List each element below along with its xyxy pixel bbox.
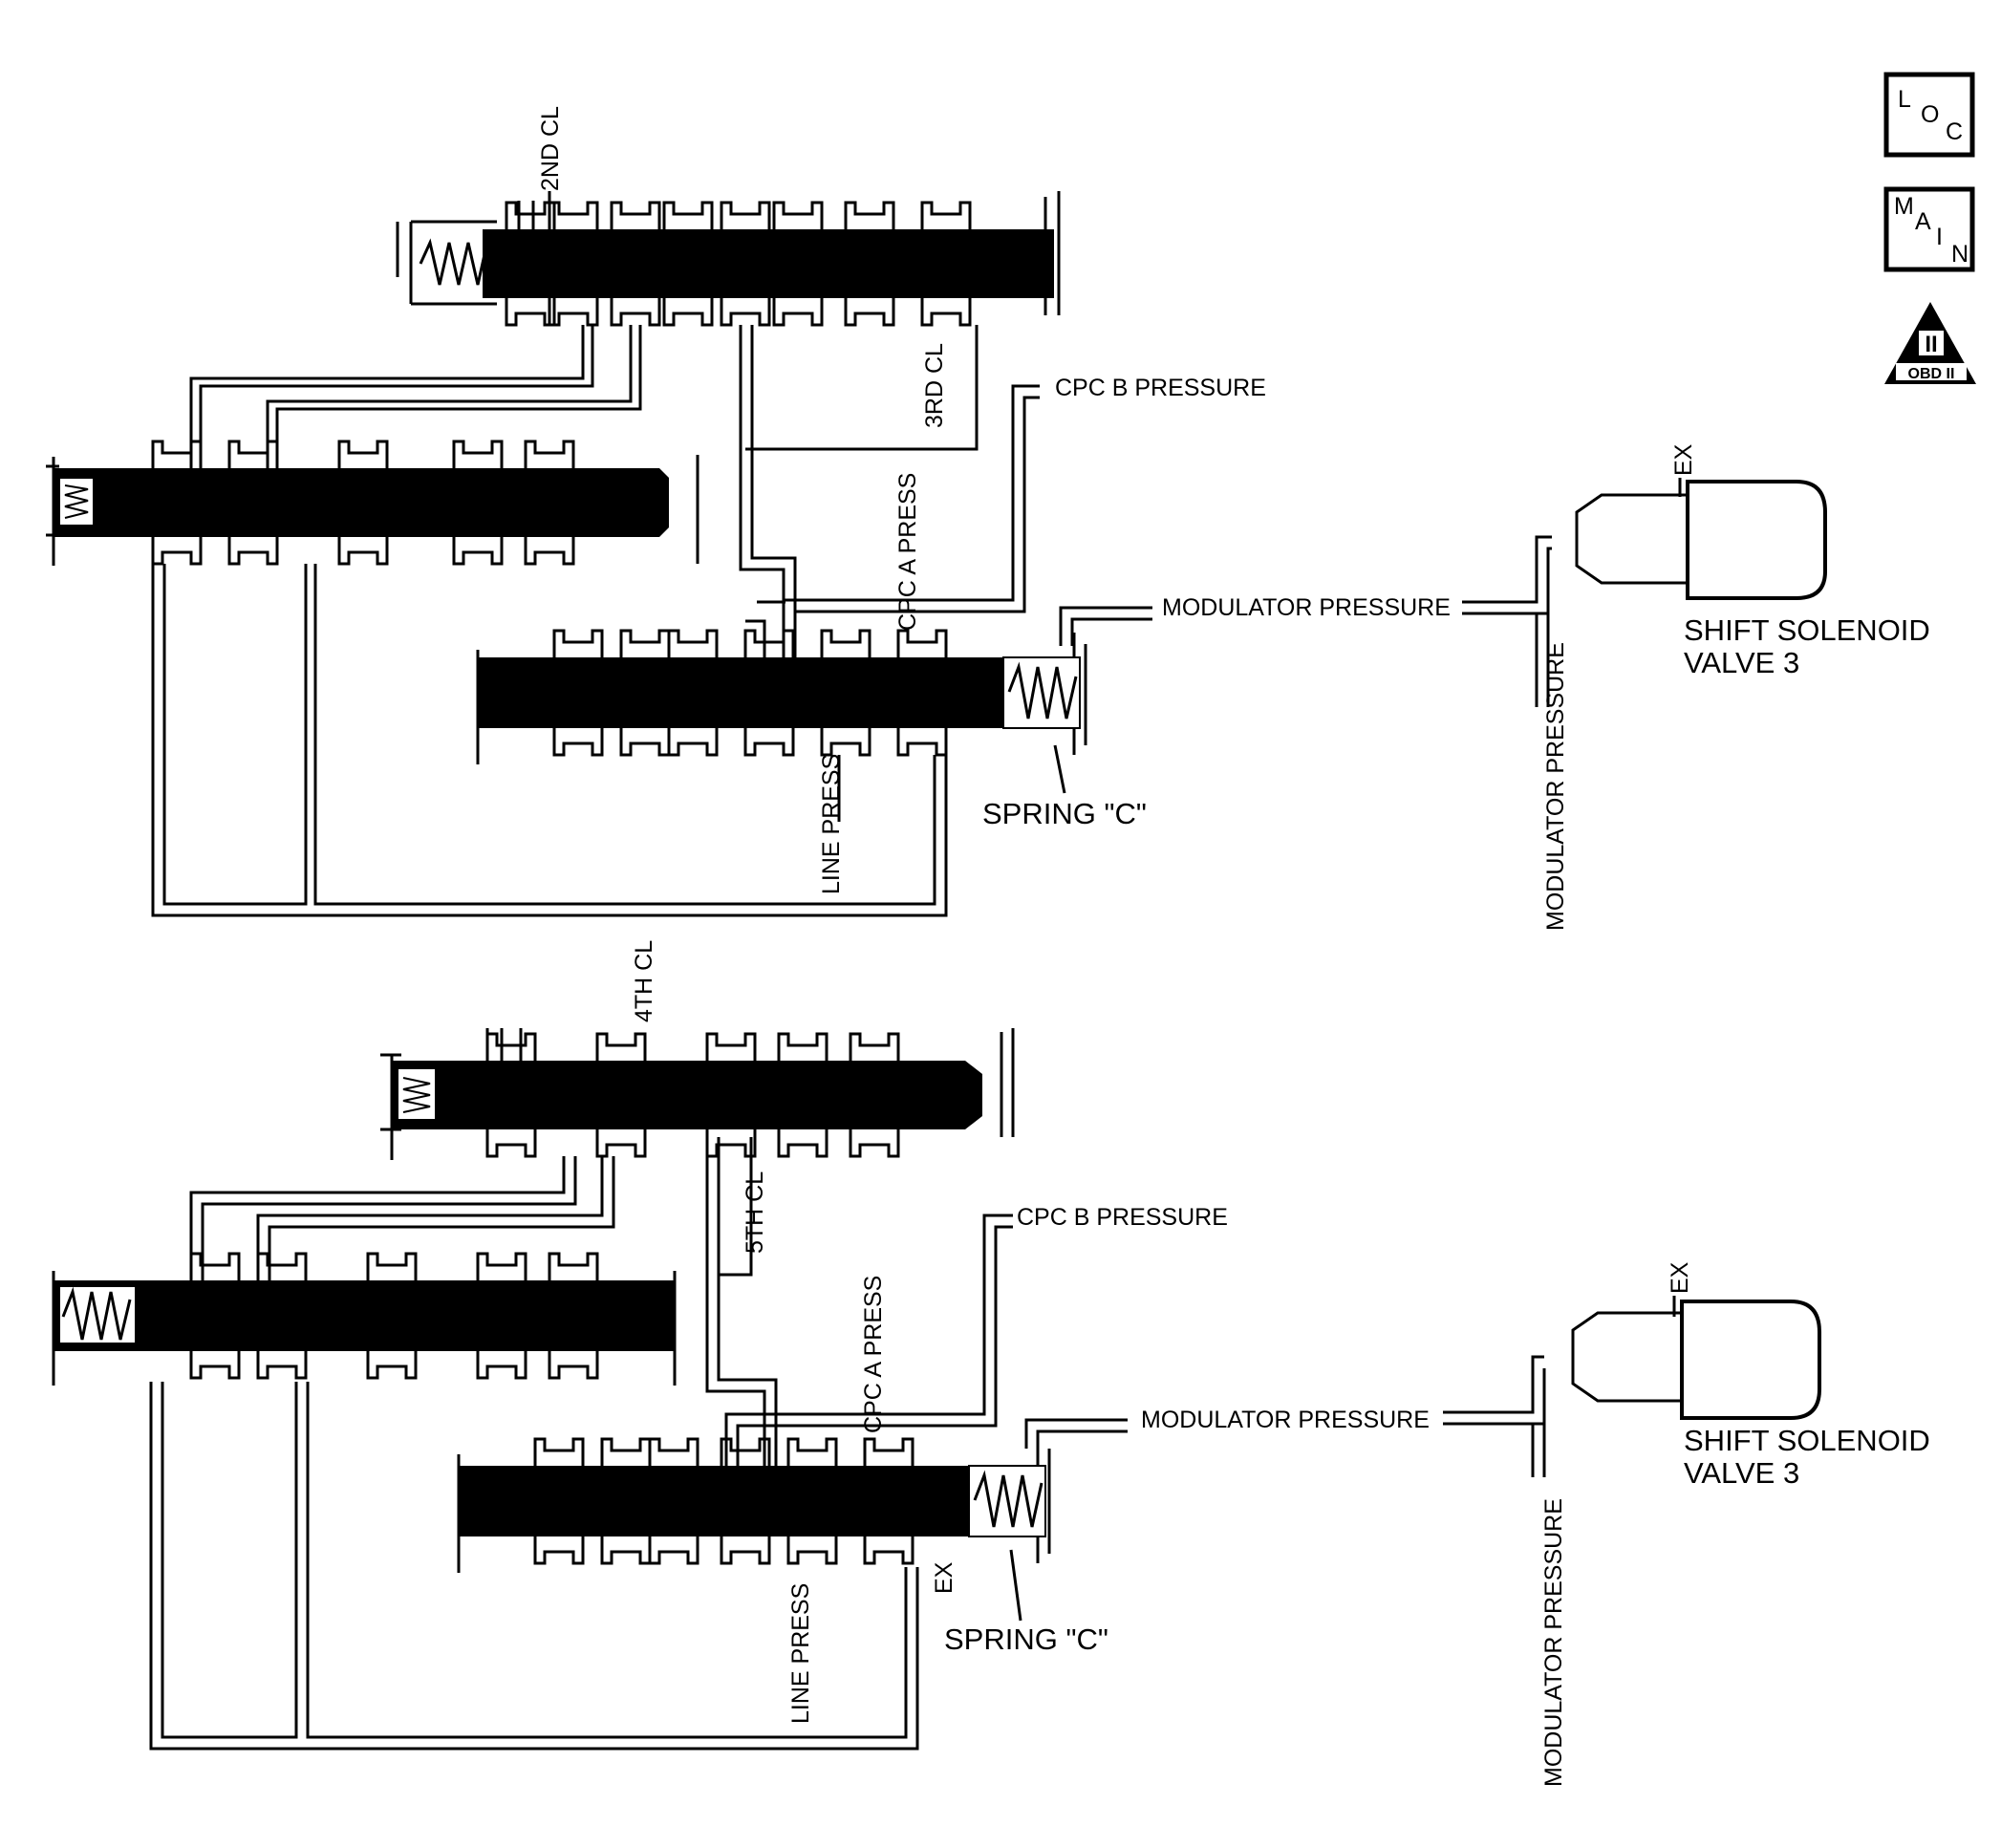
loc-button[interactable]: L O C: [1883, 72, 1975, 158]
lower-valve-1-spring: [402, 1077, 431, 1113]
upper-circuit: 2ND CL: [46, 106, 1930, 931]
main-letter-i: I: [1936, 224, 1943, 250]
lower-ex-valve-label: EX: [931, 1561, 957, 1594]
lower-cpc-a-label: CPC A PRESS: [860, 1276, 887, 1433]
lower-5th-cl-label: 5TH CL: [742, 1171, 768, 1254]
main-letter-m: M: [1894, 193, 1914, 220]
upper-solenoid-label-2: VALVE 3: [1684, 646, 1799, 679]
lower-4th-cl-label: 4TH CL: [631, 940, 657, 1022]
lower-spring-c-label: SPRING "C": [944, 1622, 1108, 1656]
upper-line-press-label: LINE PRESS: [818, 754, 845, 894]
lower-valve-2: [52, 1252, 677, 1386]
obd-ii-button[interactable]: II OBD II: [1884, 302, 1976, 384]
upper-valve-1: [396, 191, 1061, 327]
lower-modulator-pressure-v: MODULATOR PRESSURE: [1540, 1498, 1567, 1787]
obd-numeral: II: [1925, 332, 1937, 357]
lower-valve-1: [380, 1028, 1015, 1160]
lower-solenoid-label-1: SHIFT SOLENOID: [1684, 1424, 1930, 1457]
upper-valve-1-spring: [419, 238, 487, 286]
upper-solenoid-label-1: SHIFT SOLENOID: [1684, 613, 1930, 647]
lower-circuit: 4TH CL: [52, 940, 1930, 1787]
lower-spring-c: [973, 1470, 1044, 1528]
lower-modulator-pressure-h: MODULATOR PRESSURE: [1141, 1407, 1430, 1433]
lower-fluid-lines: [149, 1137, 1546, 1751]
upper-fluid-lines: [151, 325, 1552, 917]
upper-3rd-cl-label: 3RD CL: [921, 343, 948, 428]
loc-letter-c: C: [1946, 118, 1963, 145]
upper-modulator-pressure-h: MODULATOR PRESSURE: [1162, 594, 1451, 621]
lower-valve-2-spring: [61, 1286, 132, 1341]
lower-line-press-label: LINE PRESS: [787, 1583, 814, 1724]
upper-cpc-a-label: CPC A PRESS: [894, 473, 921, 631]
upper-ex-label: EX: [1670, 443, 1697, 476]
upper-modulator-pressure-v: MODULATOR PRESSURE: [1542, 642, 1569, 931]
upper-shift-solenoid: [1575, 478, 1827, 600]
lower-shift-solenoid: [1571, 1296, 1821, 1420]
loc-letter-l: L: [1898, 86, 1911, 113]
lower-ex-solenoid-label: EX: [1667, 1261, 1693, 1294]
upper-valve-2-spring: [64, 484, 89, 519]
main-button[interactable]: M A I N: [1883, 186, 1975, 272]
lower-solenoid-label-2: VALVE 3: [1684, 1456, 1799, 1490]
obd-text: OBD II: [1908, 366, 1955, 382]
lower-valve-3: [457, 1437, 1051, 1573]
upper-spring-c-label: SPRING "C": [982, 797, 1147, 830]
loc-letter-o: O: [1921, 101, 1939, 128]
main-letter-n: N: [1951, 241, 1969, 268]
upper-spring-c: [1007, 661, 1078, 720]
main-letter-a: A: [1915, 208, 1931, 235]
upper-valve-2: [46, 440, 699, 566]
upper-cpc-b-label: CPC B PRESSURE: [1055, 375, 1266, 401]
lower-cpc-b-label: CPC B PRESSURE: [1017, 1204, 1228, 1231]
upper-2nd-cl-label: 2ND CL: [537, 106, 564, 191]
upper-valve-3: [476, 629, 1087, 764]
